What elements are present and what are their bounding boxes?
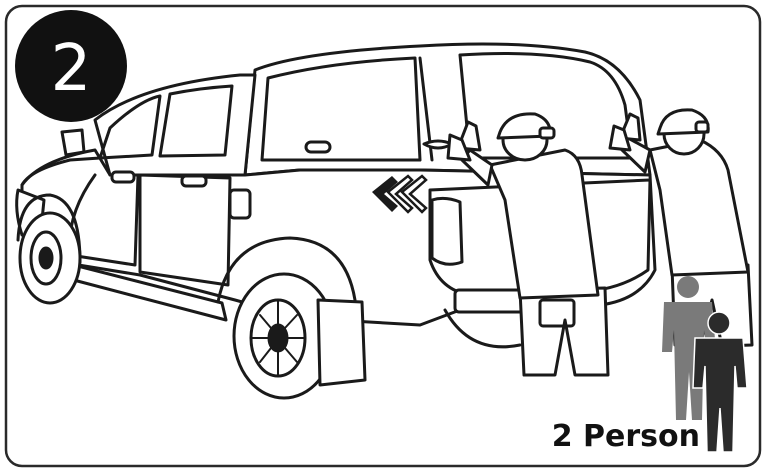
chevron-left-icon — [400, 174, 428, 214]
truck-canopy — [243, 42, 652, 177]
chevron-left-icon — [372, 176, 398, 212]
mud-flap — [316, 298, 367, 387]
worker-front — [446, 112, 610, 377]
worker-front-pocket — [538, 298, 576, 328]
canopy-lock — [304, 140, 332, 154]
door-handle-front — [110, 170, 136, 184]
canopy-rear-window — [458, 52, 634, 160]
truck-cab — [93, 73, 257, 177]
step-number: 2 — [51, 32, 92, 106]
truck-illustration — [15, 42, 657, 400]
worker-front-hand-2 — [446, 133, 472, 162]
truck-hood — [20, 156, 102, 187]
door-handle-rear — [180, 174, 208, 188]
person-silhouette-front — [692, 311, 748, 453]
rear-wheel-arch — [216, 236, 357, 304]
push-direction-arrows — [372, 174, 428, 214]
person-count-label: 2 Person — [552, 419, 700, 454]
chevron-left-icon — [386, 174, 414, 214]
worker-rear-hand-2 — [608, 124, 632, 152]
rear-light — [430, 196, 464, 266]
person-silhouette-back — [662, 276, 716, 420]
two-person-icon — [662, 276, 748, 453]
step-badge: 2 — [15, 10, 127, 122]
cab-rear-window — [158, 84, 234, 158]
fuel-cap — [228, 188, 252, 220]
front-wheel-arch — [16, 193, 82, 264]
worker-front-legs — [518, 286, 610, 377]
side-mirror — [60, 128, 86, 157]
cab-front-window — [98, 94, 162, 160]
canopy-side-window — [260, 56, 422, 162]
worker-front-torso — [488, 148, 600, 300]
far-rear-wheel — [443, 308, 522, 349]
step-circle — [15, 10, 127, 122]
